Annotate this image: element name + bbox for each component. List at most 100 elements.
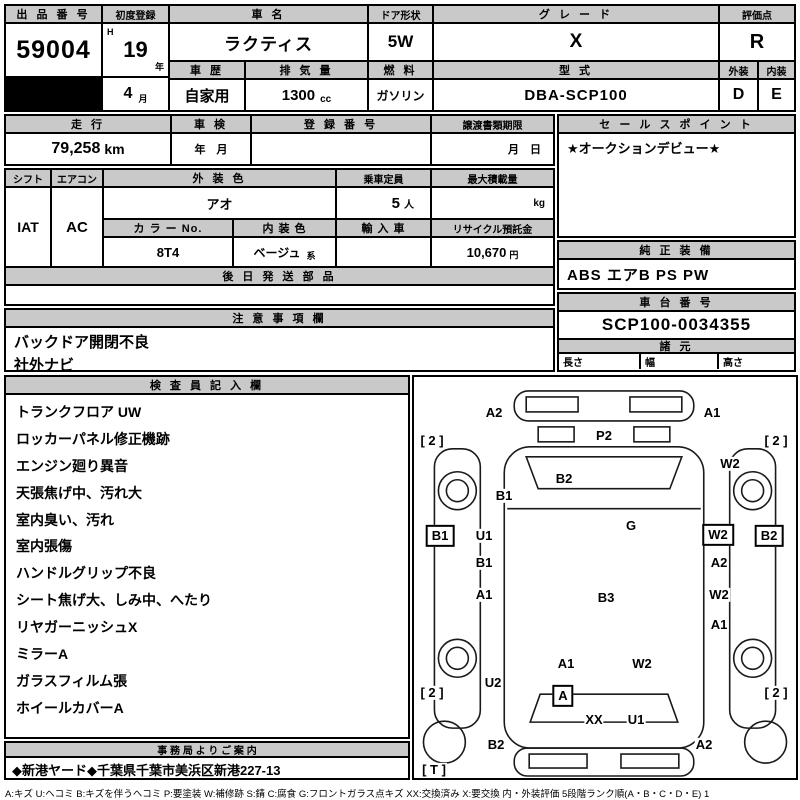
notes-label: 注 意 事 項 欄 [6,310,553,328]
interior-label: 内装 [759,62,794,80]
spec-width-cell: 幅 [639,354,717,369]
damage-marker-A2: A2 [694,736,714,753]
legend-line: A:キズ U:ヘコミ B:キズを伴うヘコミ P:要塗装 W:補修跡 S:錆 C:… [5,789,710,800]
interior-score-column: 内装 E [757,62,794,110]
damage-marker-2: [ 2 ] [419,684,445,701]
damage-marker-U1: U1 [626,711,646,728]
color-value-row: アオ 5 人 kg [104,188,553,218]
shift-value: IAT [17,219,39,235]
import-label: 輸 入 車 [335,220,430,238]
damage-marker-2: [ 2 ] [763,684,789,701]
damage-marker-W2: W2 [702,523,734,547]
equipment-block: シフト IAT エアコン AC 外 装 色 乗車定員 最大積載量 アオ 5 人 [4,168,555,306]
text-line: リヤガーニッシュX [16,619,138,635]
damage-marker-B2: B2 [554,470,574,487]
genuine-equipment-block: 純 正 装 備 ABS エアB PS PW [557,240,796,290]
width-label: 幅 [645,358,655,369]
first-reg-year: 19 [123,37,148,62]
reg-no-value [252,134,430,164]
damage-marker-B2: B2 [486,736,506,753]
reg-no-label: 登 録 番 号 [252,116,430,134]
aircon-label: エアコン [52,170,102,188]
damage-marker-2: [ 2 ] [763,432,789,449]
score-label: 評価点 [720,6,794,24]
filled-black-cell [6,76,101,110]
first-reg-month-cell: 4 月 [103,76,168,110]
aircon-column: エアコン AC [50,170,102,266]
displacement-unit: cc [320,94,332,105]
damage-marker-A1: A1 [556,655,576,672]
text-line: ロッカーパネル修正機跡 [16,430,170,447]
mileage-block: 走 行 79,258 km 車 検 年 月 登 録 番 号 譲渡書類期限 月 日 [4,114,555,166]
recycle-unit: 円 [509,250,519,260]
shift-column: シフト IAT [6,170,50,266]
ext-int-score-row: 外装 D 内装 E [720,60,794,110]
header-block: 出 品 番 号 59004 初度登録 H 19 年 4 月 車 名 ラクティス … [4,4,796,112]
color-no-label: カ ラ ー No. [104,220,232,238]
chassis-label: 車 台 番 号 [559,294,794,312]
ext-color-value: アオ [206,196,233,212]
year-unit: 年 [154,62,164,72]
auction-no-label: 出 品 番 号 [6,6,101,24]
damage-marker-A: A [552,684,574,708]
aircon-value: AC [66,218,88,236]
mileage-number: 79,258 [51,140,101,157]
color-no-value: 8T4 [156,244,180,260]
transfer-column: 譲渡書類期限 月 日 [430,116,553,164]
equipment-top-row: シフト IAT エアコン AC 外 装 色 乗車定員 最大積載量 アオ 5 人 [6,170,553,266]
door-value: 5W [387,32,414,51]
exterior-grade: D [732,86,745,103]
damage-marker-A1: A1 [709,616,729,633]
capacity-value: 5 人 [335,188,430,218]
genuine-equipment-label: 純 正 装 備 [559,242,794,260]
exterior-label: 外装 [720,62,757,80]
text-line: バックドア開閉不良 [14,334,150,351]
first-reg-month: 4 [123,85,133,102]
mileage-unit: km [104,141,125,157]
inspection-column: 車 検 年 月 [170,116,250,164]
int-color-value: ベージュ 系 [232,238,335,266]
displacement-value: 1300 cc [246,80,367,110]
car-name-value: ラクティス [224,34,313,54]
score-column: 評価点 R 外装 D 内装 E [718,6,794,110]
damage-marker-W2: W2 [708,586,730,603]
history-value: 自家用 [184,87,230,105]
history-column: 車 歴 自家用 [170,62,244,110]
recycle-value: 10,670 円 [430,238,553,266]
text-line: ミラーA [16,645,69,662]
color-capacity-column: 外 装 色 乗車定員 最大積載量 アオ 5 人 kg カ ラ ー No. [102,170,553,266]
color-header-row: 外 装 色 乗車定員 最大積載量 [104,170,553,188]
max-load-value: kg [430,188,553,218]
month-unit: 月 [138,94,148,104]
office-label: 事 務 局 よ り ご 案 内 [6,743,408,758]
inspector-label: 検 査 員 記 入 欄 [6,377,408,395]
height-label: 高さ [723,358,743,369]
displacement-column: 排 気 量 1300 cc [244,62,367,110]
auction-no-column: 出 品 番 号 59004 [6,6,101,110]
fuel-value: ガソリン [376,88,425,103]
interior-header-row: カ ラ ー No. 内 装 色 輸 入 車 リサイクル預託金 [104,218,553,238]
text-line: シート焦げ大、しみ中、へたり [16,592,212,609]
transfer-label: 譲渡書類期限 [432,116,553,134]
text-line: 室内臭い、汚れ [16,511,114,528]
interior-grade: E [771,86,782,103]
spec-label: 諸 元 [559,338,794,354]
damage-marker-A1: A1 [702,404,722,421]
mileage-column: 走 行 79,258 km [6,116,170,164]
damage-marker-B1: B1 [425,524,455,548]
int-color-unit: 系 [306,251,316,261]
sales-point-block: セ ー ル ス ポ イ ン ト ★オークションデビュー★ [557,114,796,238]
max-load-unit: kg [533,197,545,209]
int-color-label: 内 装 色 [232,220,335,238]
spec-length-cell: 長さ [559,354,639,369]
damage-marker-A1: A1 [474,586,494,603]
text-line: ホイールカバーA [16,699,124,716]
capacity-number: 5 [391,194,400,212]
notes-content: バックドア開閉不良社外ナビ [6,328,553,372]
office-block: 事 務 局 よ り ご 案 内 ◆新港ヤード◆千葉県千葉市美浜区新港227-13 [4,741,410,780]
model-value: DBA-SCP100 [524,86,628,104]
import-value [335,238,430,266]
transfer-value: 月 日 [508,144,541,156]
text-line: 社外ナビ [14,356,75,372]
history-label: 車 歴 [170,62,244,80]
